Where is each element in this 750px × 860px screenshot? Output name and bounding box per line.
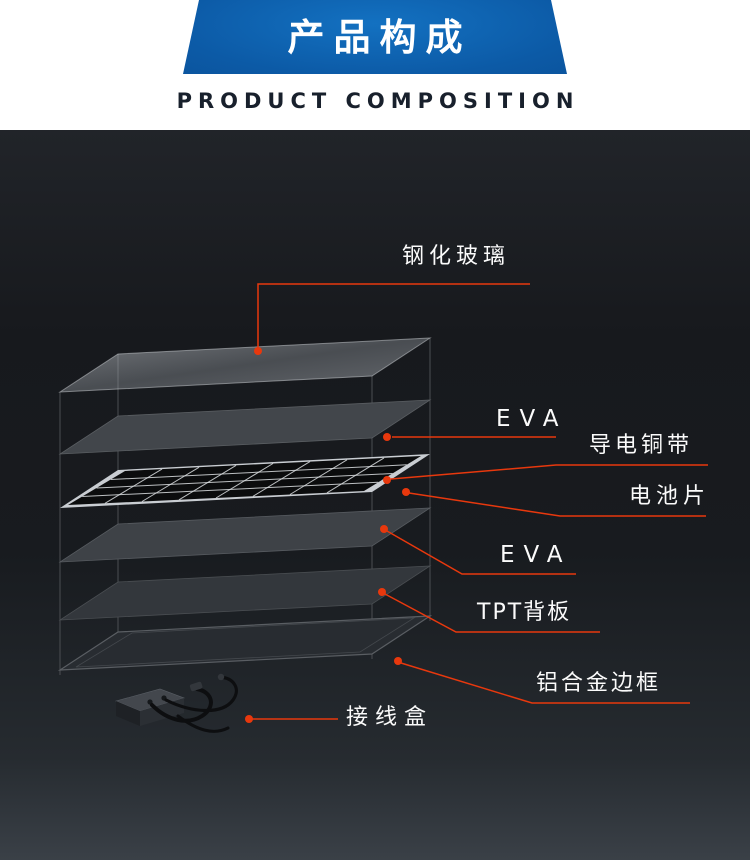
leader-copper-ribbon bbox=[390, 464, 708, 480]
page-subtitle: PRODUCT COMPOSITION bbox=[176, 89, 580, 113]
layer-eva-bottom bbox=[58, 507, 432, 563]
dot-aluminum-frame bbox=[394, 657, 402, 665]
label-solar-cell: 电池片 bbox=[629, 484, 711, 509]
junction-box-illustration bbox=[115, 673, 238, 733]
page-title: 产品构成 bbox=[287, 15, 472, 59]
dot-solar-cell bbox=[402, 488, 410, 496]
dot-tpt-backsheet bbox=[378, 588, 386, 596]
leader-dots bbox=[245, 347, 410, 723]
label-eva-top: EVA bbox=[496, 406, 568, 432]
header: 产品构成 PRODUCT COMPOSITION bbox=[0, 0, 750, 130]
label-tempered-glass: 钢化玻璃 bbox=[402, 244, 511, 269]
layer-eva-top bbox=[58, 399, 432, 455]
title-banner: 产品构成 bbox=[183, 0, 567, 74]
dot-eva-bottom bbox=[380, 525, 388, 533]
layer-solar-cells bbox=[60, 454, 430, 508]
layer-tpt-backsheet bbox=[58, 565, 432, 621]
label-aluminum-frame: 铝合金边框 bbox=[536, 671, 662, 696]
label-copper-ribbon: 导电铜带 bbox=[589, 433, 694, 458]
leader-solar-cell bbox=[408, 492, 706, 517]
exploded-diagram bbox=[57, 283, 708, 733]
dot-copper-ribbon bbox=[383, 476, 391, 484]
cell-grid-lines bbox=[82, 457, 407, 504]
leader-aluminum-frame bbox=[400, 662, 690, 704]
layer-aluminum-frame bbox=[57, 615, 433, 671]
dot-tempered-glass bbox=[254, 347, 262, 355]
layer-tempered-glass bbox=[58, 337, 432, 393]
leader-tpt-backsheet bbox=[384, 593, 600, 633]
dot-eva-top bbox=[383, 433, 391, 441]
dot-junction-box bbox=[245, 715, 253, 723]
leader-lines bbox=[252, 283, 708, 720]
leader-tempered-glass bbox=[257, 283, 530, 348]
label-junction-box: 接线盒 bbox=[346, 705, 434, 730]
label-eva-bottom: EVA bbox=[500, 542, 572, 568]
label-tpt-backsheet: TPT背板 bbox=[477, 600, 572, 625]
leader-eva-bottom bbox=[386, 530, 576, 575]
diagram-stage: 钢化玻璃 EVA 导电铜带 电池片 EVA TPT背板 铝合金边框 接线盒 bbox=[0, 130, 750, 860]
